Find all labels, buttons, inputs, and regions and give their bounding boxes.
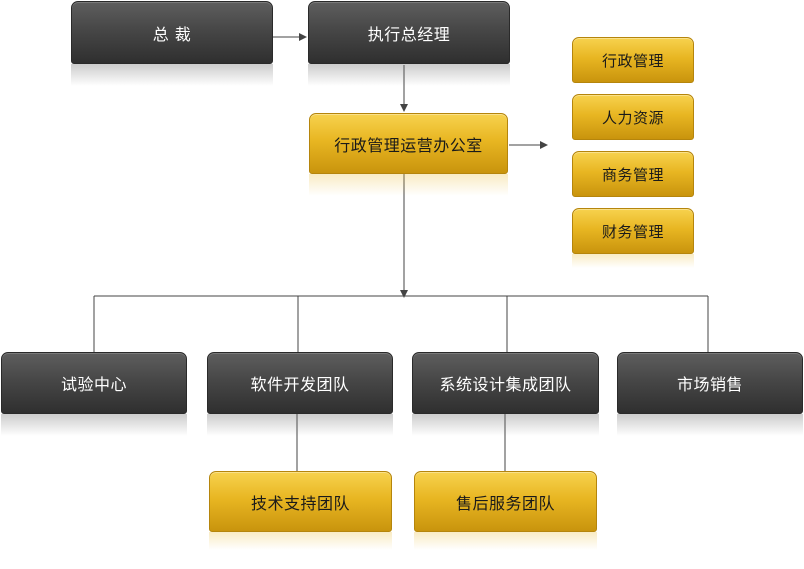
- node-president-label: 总 裁: [152, 24, 192, 44]
- node-ceo-label: 执行总经理: [367, 24, 451, 44]
- node-software-dev: 软件开发团队: [207, 352, 393, 414]
- node-software-dev-label: 软件开发团队: [250, 375, 350, 394]
- node-business-mgmt: 商务管理: [572, 151, 694, 197]
- node-hr: 人力资源: [572, 94, 694, 140]
- node-finance-mgmt: 财务管理: [572, 208, 694, 254]
- node-market-sales-label: 市场销售: [676, 375, 743, 394]
- node-tech-support: 技术支持团队: [209, 471, 392, 532]
- node-finance-mgmt-label: 财务管理: [601, 222, 664, 241]
- node-hr-label: 人力资源: [601, 108, 664, 127]
- node-system-design: 系统设计集成团队: [412, 352, 599, 414]
- node-test-center-label: 试验中心: [60, 375, 127, 394]
- node-market-sales: 市场销售: [617, 352, 803, 414]
- node-after-sales: 售后服务团队: [414, 471, 597, 532]
- node-after-sales-label: 售后服务团队: [455, 493, 555, 513]
- node-test-center: 试验中心: [1, 352, 187, 414]
- node-admin-office-label: 行政管理运营办公室: [334, 135, 483, 155]
- node-admin-office: 行政管理运营办公室: [309, 113, 508, 174]
- node-ceo: 执行总经理: [308, 1, 510, 64]
- node-system-design-label: 系统设计集成团队: [439, 375, 572, 394]
- node-admin-mgmt: 行政管理: [572, 37, 694, 83]
- node-admin-mgmt-label: 行政管理: [601, 51, 664, 70]
- node-business-mgmt-label: 商务管理: [601, 165, 664, 184]
- node-tech-support-label: 技术支持团队: [250, 493, 350, 513]
- node-president: 总 裁: [71, 1, 273, 64]
